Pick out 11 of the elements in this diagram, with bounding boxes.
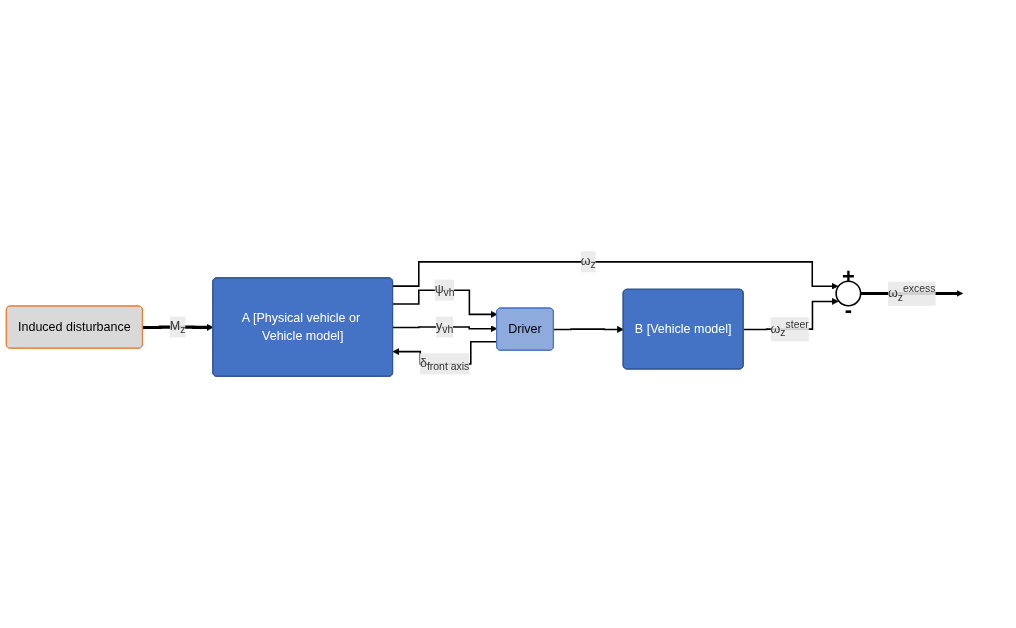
edge-label: δ$_{front axis}$ [419, 355, 470, 373]
arrow [142, 324, 214, 332]
arrow [392, 289, 498, 318]
edge-label: M$_{z}$ [169, 318, 186, 336]
node-circle [835, 280, 862, 307]
edge-label: ω$_{z}$ [580, 253, 596, 271]
edge-label: ψ$_{vh}$ [434, 282, 455, 299]
node-label: - [844, 297, 853, 322]
arrow [392, 261, 839, 290]
edge-label: y$_{vh}$ [435, 318, 454, 336]
arrow [553, 326, 624, 334]
